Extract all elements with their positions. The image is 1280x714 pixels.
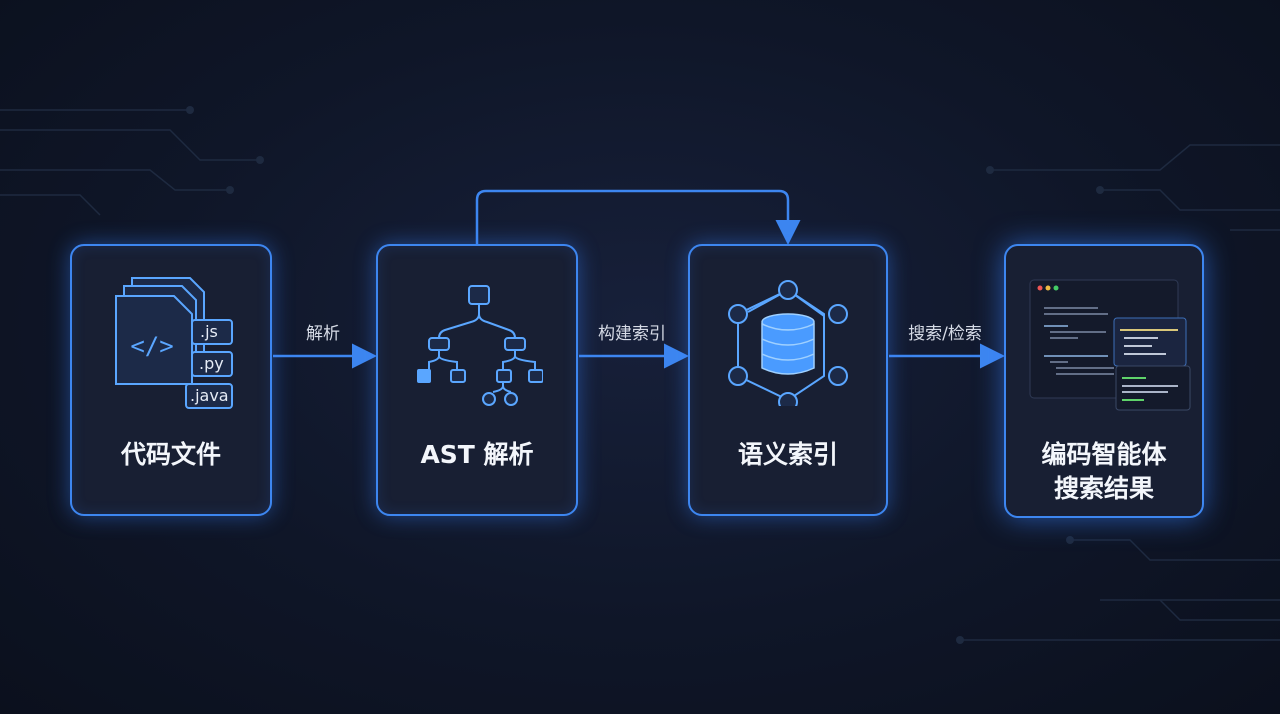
node-code-files: </> .js .py .java 代码文件 — [70, 244, 272, 516]
arrow-top-bypass — [475, 189, 801, 245]
tree-icon — [417, 285, 543, 406]
node-title: AST 解析 — [420, 440, 534, 469]
file-tag-py: .py — [199, 354, 224, 373]
code-editor-icon — [1029, 279, 1191, 411]
edge-label-parse: 解析 — [306, 324, 340, 344]
file-tag-java: .java — [190, 386, 229, 405]
node-title: 代码文件 — [120, 440, 221, 469]
edge-label-search: 搜索/检索 — [908, 324, 982, 344]
file-tag-js: .js — [200, 322, 218, 341]
node-ast-parse: AST 解析 — [376, 244, 578, 516]
edge-label-build-index: 构建索引 — [598, 324, 666, 344]
svg-text:</>: </> — [130, 332, 173, 360]
node-title-line-2: 搜索结果 — [1053, 474, 1154, 503]
code-files-icon: </> — [115, 277, 233, 409]
database-network-icon — [728, 280, 848, 406]
node-title-line-1: 编码智能体 — [1041, 440, 1167, 469]
node-agent-search-results: 编码智能体 搜索结果 — [1004, 244, 1204, 518]
node-title: 语义索引 — [737, 440, 838, 469]
node-semantic-index: 语义索引 — [688, 244, 888, 516]
